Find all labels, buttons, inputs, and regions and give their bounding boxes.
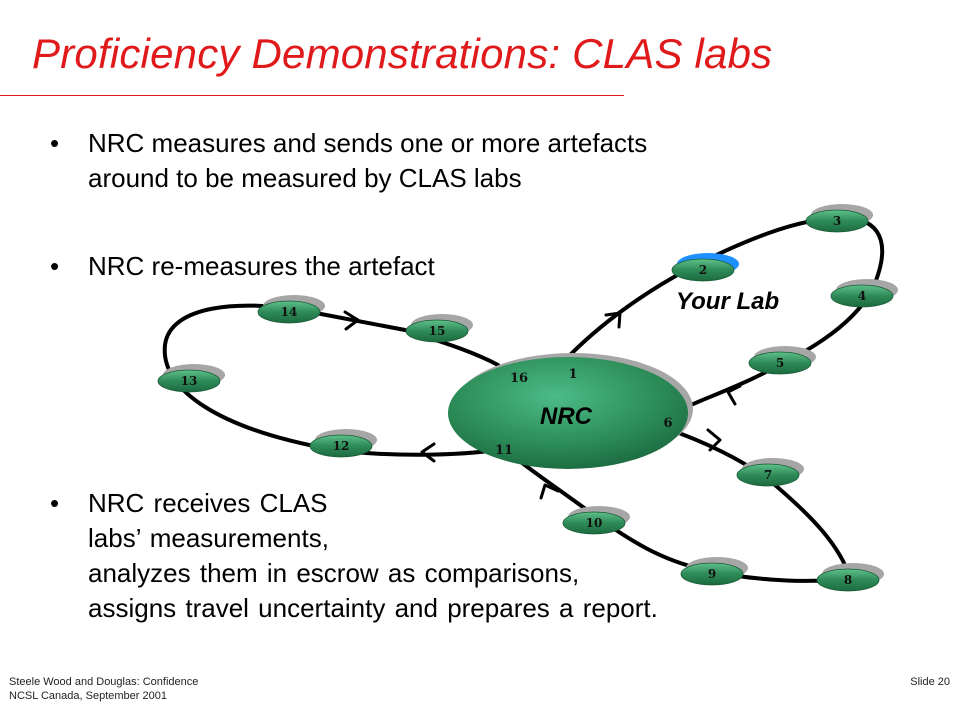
bullet-measures: • NRC measures and sends one or more art…: [50, 126, 810, 196]
bottom-loop-path: [506, 450, 852, 583]
node-number: 4: [858, 289, 866, 303]
node-body: [830, 284, 894, 308]
bullet-line: around to be measured by CLAS labs: [88, 163, 522, 193]
node-number: 2: [699, 263, 707, 277]
bullet-line: labs’ measurements,: [88, 523, 329, 553]
lab-node-5: 5: [748, 346, 816, 375]
arrow-icon: [420, 442, 436, 463]
node-number: 12: [333, 439, 350, 453]
lab-node-13: 13: [157, 364, 225, 393]
node-number: 8: [844, 573, 852, 587]
arrow-icon: [539, 483, 560, 500]
bullet-line: NRC receives CLAS: [88, 488, 328, 518]
node-body: [816, 568, 880, 592]
node-body: [671, 258, 735, 282]
node-number: 3: [833, 214, 841, 228]
bullet-line: NRC measures and sends one or more artef…: [88, 128, 648, 158]
nrc-hub-body: [448, 357, 688, 469]
node-body: [736, 463, 800, 487]
lab-node-8: 8: [816, 563, 884, 592]
arrow-icon: [604, 311, 622, 329]
node-body: [309, 434, 373, 458]
slide-number: Slide 20: [910, 676, 950, 688]
lab-node-3: 3: [805, 204, 873, 233]
node-body: [257, 300, 321, 324]
node-number: 10: [586, 516, 603, 530]
node-body: [748, 351, 812, 375]
node-body: [680, 562, 744, 586]
nrc-number-1: 1: [568, 367, 577, 382]
node-number: 14: [281, 305, 298, 319]
lab-node-4: 4: [830, 279, 898, 308]
node-body: [157, 369, 221, 393]
your-lab-label: Your Lab: [676, 288, 779, 315]
bullet-marker: •: [50, 128, 60, 158]
arrow-icon: [343, 310, 360, 331]
node-body: [562, 511, 626, 535]
arrow-icon: [706, 428, 722, 452]
lab-node-2: 2: [671, 253, 739, 282]
nrc-number-16: 16: [510, 371, 528, 386]
upper-right-loop-path: [568, 215, 885, 412]
node-number: 5: [776, 356, 784, 370]
lower-right-loop-path: [663, 426, 852, 580]
bullet-remeasures: • NRC re-measures the artefact: [50, 249, 810, 284]
footer-conference: NCSL Canada, September 2001: [9, 690, 167, 702]
nrc-number-6: 6: [663, 416, 672, 431]
bullet-line: assigns travel uncertainty and prepares …: [88, 593, 658, 623]
direction-arrows: [343, 310, 742, 500]
lab-nodes: 2 3 4 5 7 8 9 10 12 13 14 15: [157, 204, 898, 592]
bullet-receives: • NRC receives CLAS labs’ measurements, …: [50, 486, 810, 626]
nrc-label: NRC: [540, 403, 593, 430]
lab-node-7: 7: [736, 458, 804, 487]
title-underline: [0, 95, 624, 96]
lab-node-14: 14: [257, 295, 325, 324]
node-body: [405, 319, 469, 343]
bullet-line: NRC re-measures the artefact: [88, 251, 435, 281]
lab-node-9: 9: [680, 557, 748, 586]
lab-node-12: 12: [309, 429, 377, 458]
node-number: 13: [181, 374, 198, 388]
bullet-line: analyzes them in escrow as comparisons,: [88, 558, 580, 588]
bullet-marker: •: [50, 488, 60, 518]
lab-node-10: 10: [562, 506, 630, 535]
lab-node-15: 15: [405, 314, 473, 343]
node-number: 7: [764, 468, 772, 482]
slide-title: Proficiency Demonstrations: CLAS labs: [32, 30, 773, 77]
bullet-marker: •: [50, 251, 60, 281]
nrc-number-11: 11: [495, 443, 513, 458]
node-number: 15: [429, 324, 446, 338]
node-body: [805, 209, 869, 233]
nrc-hub: NRC 1 16 6 11: [448, 353, 693, 469]
footer-credit: Steele Wood and Douglas: Confidence NCSL…: [9, 675, 198, 703]
arrow-icon: [726, 384, 742, 406]
node-number: 9: [708, 567, 716, 581]
footer-authors: Steele Wood and Douglas: Confidence: [9, 676, 199, 688]
